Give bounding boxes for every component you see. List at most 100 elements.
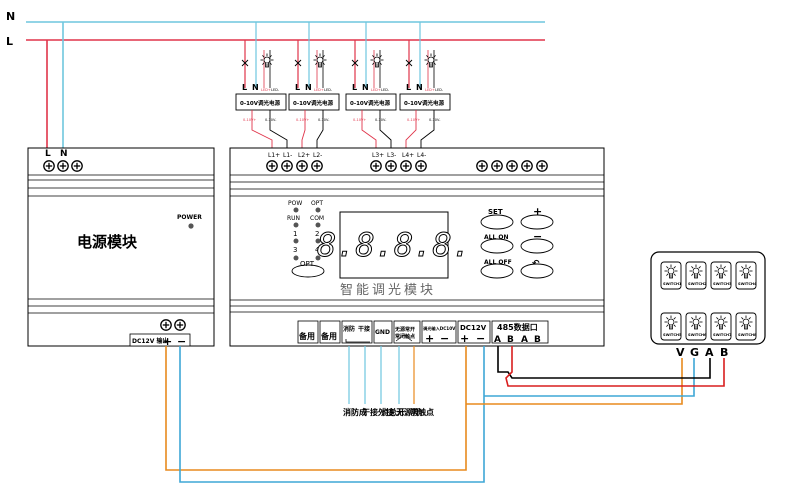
annotation-5: 常触点 [410,407,434,417]
rs485-b2: B [534,335,541,345]
psu-top-terminal-3 [71,160,83,172]
driver-1-label: 0-10V调光电源 [240,99,281,107]
panel-terminal-g: G [690,346,699,359]
driver-2-v-minus: 0-10V- [318,118,330,122]
panel-switch-5[interactable]: SWITCH5 [660,312,682,341]
driver-1-v-minus: 0-10V- [265,118,277,122]
psu-power-led [188,223,194,229]
panel-switch-7[interactable]: SWITCH7 [710,312,732,341]
driver-1-n-label: N [252,83,259,92]
driver-2-lamp-icon [313,53,327,68]
driver-3-n-label: N [362,83,369,92]
psu-output-terminal-1 [160,319,172,331]
panel-switch-8-label: SWITCH8 [738,333,757,337]
module-top-terminal-3 [296,160,308,172]
panel-terminal-b: B [720,346,728,359]
psu-module: L N POWER 电源模块 DC12V 输出 + − [27,147,215,348]
plus-button[interactable] [520,214,554,230]
module-terminal-label-6: L3- [387,152,396,159]
opt-button[interactable] [291,264,325,278]
dry-label: 干接 [358,325,370,333]
opt-button-label: OPT [300,260,315,268]
minus-button[interactable] [520,238,554,254]
driver-4-l-label: L [406,83,411,92]
panel-switch-1-lamp-icon [664,264,678,279]
l-line-label: L [6,35,13,48]
ext-minus: − [440,332,449,345]
module-top-terminal-7 [400,160,412,172]
panel-switch-8[interactable]: SWITCH8 [735,312,757,341]
module-title: 智能调光模块 [340,283,436,298]
com-led [315,222,321,228]
all-on-label: ALL ON [484,234,509,241]
driver-1-l-label: L [242,83,247,92]
panel-switch-3[interactable]: SWITCH3 [710,261,732,290]
psu-output-plus: + [163,335,172,348]
panel-switch-3-lamp-icon [714,264,728,279]
panel-g-wire [484,358,695,397]
panel-switch-2[interactable]: SWITCH2 [685,261,707,290]
driver-4-n-label: N [416,83,423,92]
module-top-terminals: L1+L1-L2+L2-L3+L3-L4+L4- [266,152,548,172]
opt-label: OPT [311,200,323,207]
panel-switch-6-label: SWITCH6 [688,333,707,337]
driver-2-label: 0-10V调光电源 [293,99,334,107]
rs485-label: 485数据口 [497,322,538,332]
spare1-label: 备用 [298,331,315,341]
ch2-led [315,238,321,244]
set-button[interactable] [480,214,514,230]
panel-switch-4[interactable]: SWITCH4 [735,261,757,290]
panel-switch-4-label: SWITCH4 [738,282,757,286]
module-top-terminal-11 [506,160,518,172]
power-lines: N L [6,10,545,150]
module-terminal-label-1: L1+ [268,152,280,159]
dry-contact-annotations: 消防成 干接外接 点总开 无源开 常触点 [343,407,434,417]
panel-switch-6[interactable]: SWITCH6 [685,312,707,341]
panel-switch-7-label: SWITCH7 [713,333,732,337]
driver-2-v-plus: 0-10V+ [296,118,309,122]
dc12v-plus-wire [165,346,467,471]
normally-closed-label: 常闭触点 [395,333,415,340]
driver-2-led-minus: LED- [324,88,333,92]
panel-switch-1[interactable]: SWITCH1 [660,261,682,290]
panel-switch-3-label: SWITCH3 [713,282,732,286]
panel-terminal-v: V [676,346,685,359]
dry-contact-wires [348,346,415,404]
all-off-button[interactable] [480,263,514,279]
run-led [293,222,299,228]
all-on-button[interactable] [480,238,514,254]
driver-1-v-plus: 0-10V+ [243,118,256,122]
rs485-b-wire [505,346,725,387]
dc12v-minus: − [476,332,485,345]
driver-1-led-plus: LED+ [261,88,271,92]
dc12v-label: DC12V [460,324,487,332]
annotation-2: 干接外接 [362,407,394,417]
driver-3-label: 0-10V调光电源 [350,99,391,107]
dc12v-wiring [165,346,725,483]
normally-open-label: 无源常开 [394,326,415,333]
panel-switch-5-lamp-icon [664,315,678,330]
driver-4-label: 0-10V调光电源 [404,99,445,107]
psu-top-terminals [43,160,83,172]
rs485-b1: B [507,335,514,345]
back-button[interactable] [520,263,554,279]
panel-switch-2-label: SWITCH2 [688,282,707,286]
n-line-label: N [6,10,15,23]
spare2-label: 备用 [320,331,337,341]
back-label: ↶ [532,259,540,269]
panel-switch-4-lamp-icon [739,264,753,279]
module-terminal-label-8: L4- [417,152,426,159]
psu-power-label: POWER [177,214,202,221]
panel-v-wire [466,358,683,405]
ch1-label: 1 [293,230,297,238]
module-terminal-label-7: L4+ [402,152,414,159]
module-top-terminal-5 [370,160,382,172]
driver-3-lamp-icon [370,53,384,68]
all-off-label: ALL OFF [484,259,512,266]
driver-1-led-minus: LED- [271,88,280,92]
